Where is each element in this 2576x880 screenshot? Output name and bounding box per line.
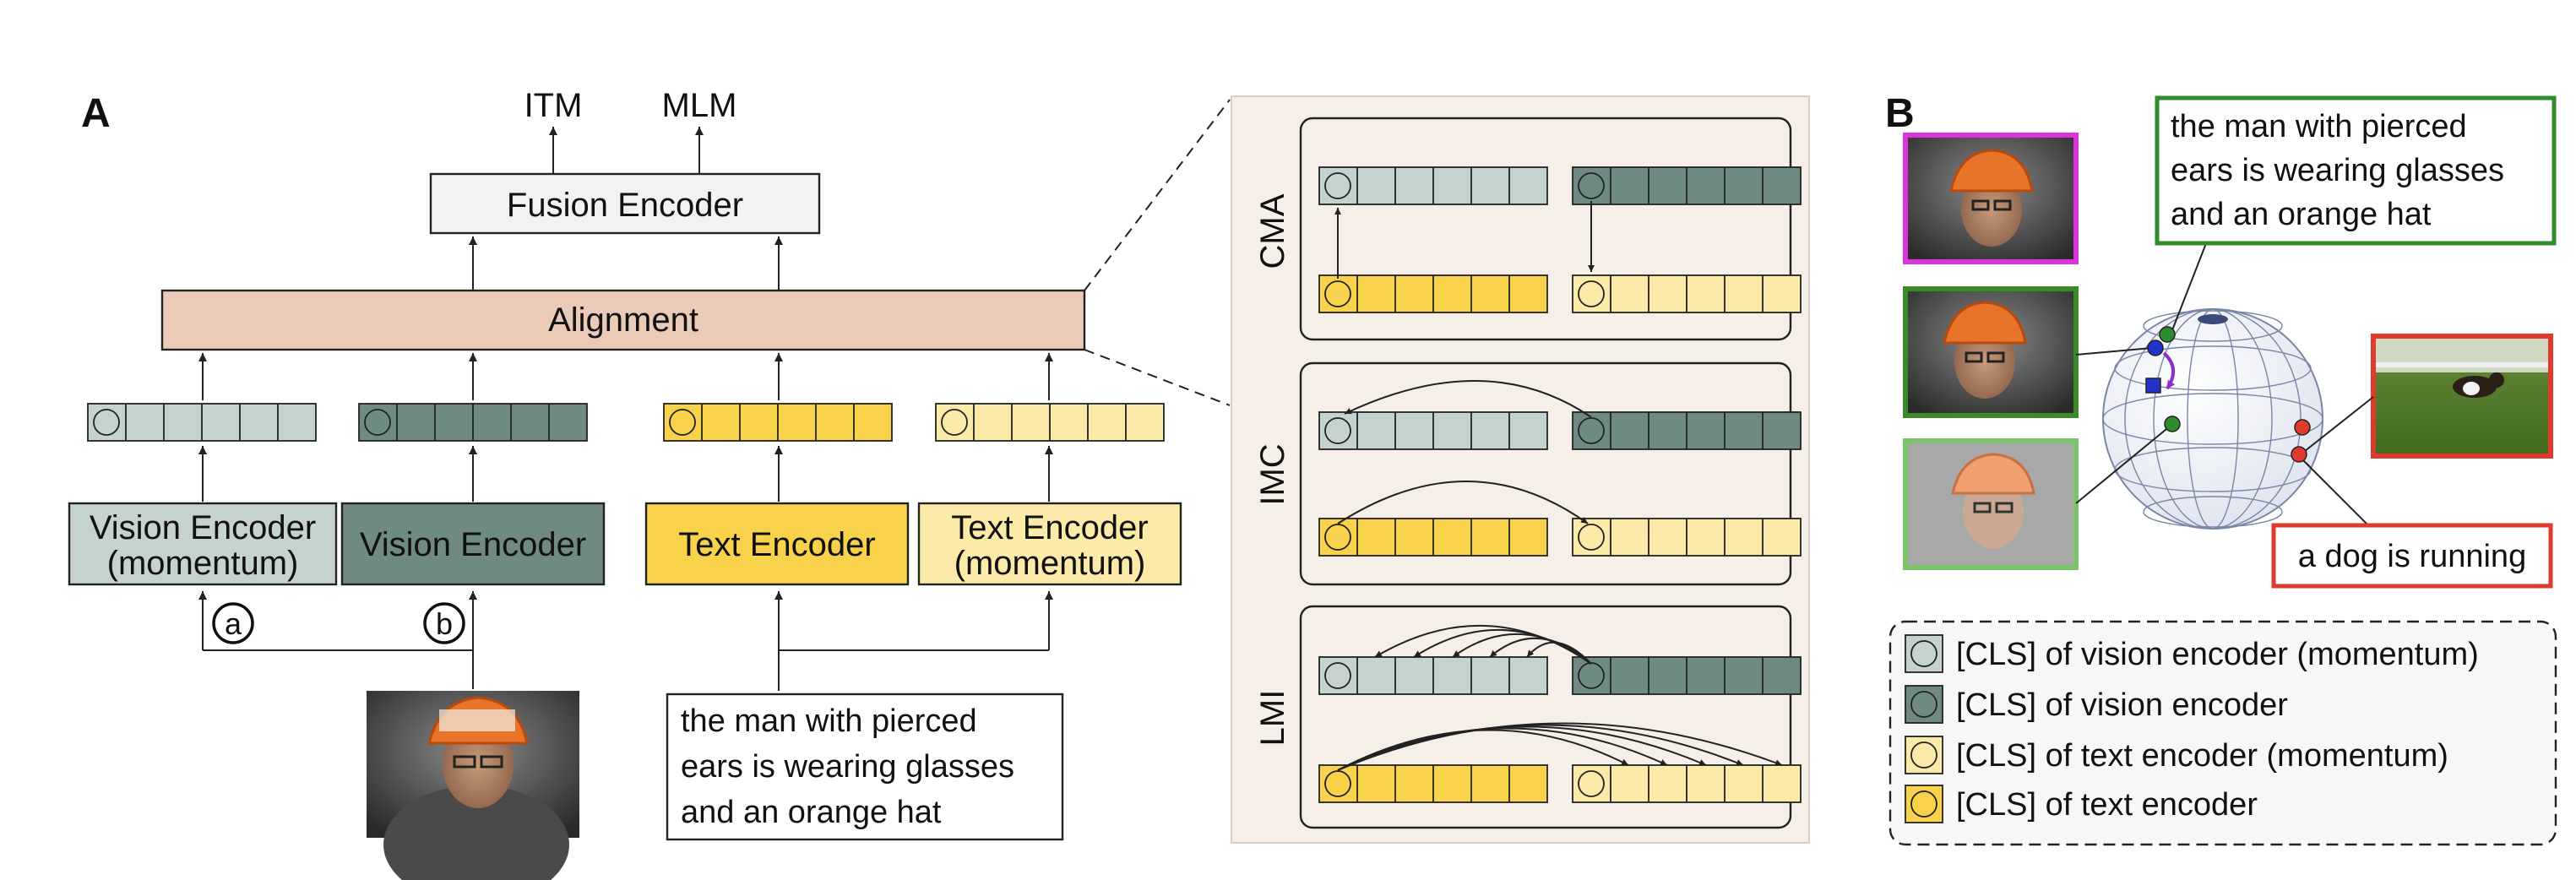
cma-label: CMA xyxy=(1254,193,1291,269)
lmi-label: LMI xyxy=(1254,690,1291,747)
text-encoder-momentum-line1: Text Encoder xyxy=(951,509,1148,546)
photo-man-green xyxy=(1903,286,2079,418)
zoom-panel xyxy=(1231,95,1810,844)
caption-red-box: a dog is running xyxy=(2271,523,2553,589)
dot-red-text xyxy=(2291,446,2307,463)
input-caption-line3: and an orange hat xyxy=(681,795,942,830)
alignment-label: Alignment xyxy=(548,301,698,339)
input-caption-line2: ears is wearing glasses xyxy=(681,749,1014,785)
token-row-text xyxy=(663,403,893,442)
caption-green-line3: and an orange hat xyxy=(2171,197,2432,232)
branch-a-badge: a xyxy=(212,602,254,644)
fusion-encoder-box: Fusion Encoder xyxy=(429,172,821,235)
vision-encoder-momentum-line1: Vision Encoder xyxy=(90,509,316,546)
input-caption-box: the man with pierced ears is wearing gla… xyxy=(666,693,1064,841)
vision-encoder-label: Vision Encoder xyxy=(360,526,586,563)
text-encoder-label: Text Encoder xyxy=(678,526,875,563)
dot-blue-image xyxy=(2147,340,2164,356)
input-caption-line1: the man with pierced xyxy=(681,703,977,739)
caption-red-text: a dog is running xyxy=(2298,539,2526,574)
photo-dog xyxy=(2371,334,2553,459)
text-encoder-momentum-box: Text Encoder (momentum) xyxy=(917,502,1182,586)
cma-section: CMA xyxy=(1254,117,1802,341)
imc-label: IMC xyxy=(1254,443,1291,505)
caption-green-line1: the man with pierced xyxy=(2171,109,2467,144)
fusion-encoder-label: Fusion Encoder xyxy=(507,187,743,224)
legend-item-vision: [CLS] of vision encoder xyxy=(1956,687,2288,723)
vision-encoder-momentum-line2: (momentum) xyxy=(107,545,299,582)
token-row-vision-momentum xyxy=(87,403,317,442)
token-row-vision xyxy=(358,403,588,442)
embedding-sphere xyxy=(2102,308,2323,530)
output-itm: ITM xyxy=(524,87,583,124)
square-blue-image xyxy=(2145,378,2161,394)
text-encoder-momentum-line2: (momentum) xyxy=(954,545,1146,582)
lmi-section: LMI xyxy=(1254,605,1802,829)
vision-encoder-box: Vision Encoder xyxy=(340,502,606,586)
panel-a-label: A xyxy=(81,91,111,136)
imc-section: IMC xyxy=(1254,361,1802,586)
legend-item-text-momentum: [CLS] of text encoder (momentum) xyxy=(1956,738,2448,774)
output-mlm: MLM xyxy=(662,87,737,124)
panel-b-label: B xyxy=(1885,91,1915,136)
branch-b-badge: b xyxy=(423,602,465,644)
token-row-text-momentum xyxy=(935,403,1165,442)
dot-lightgreen xyxy=(2164,416,2181,432)
branch-b-label: b xyxy=(436,606,453,641)
text-encoder-box: Text Encoder xyxy=(644,502,910,586)
photo-man-magenta xyxy=(1903,133,2079,264)
alignment-box: Alignment xyxy=(160,289,1086,351)
vision-encoder-momentum-box: Vision Encoder (momentum) xyxy=(68,502,338,586)
caption-green-box: the man with pierced ears is wearing gla… xyxy=(2155,95,2557,246)
photo-man-lightgreen xyxy=(1903,438,2079,570)
dot-green-text xyxy=(2159,326,2176,343)
legend: [CLS] of vision encoder (momentum) [CLS]… xyxy=(1889,620,2557,846)
legend-item-text: [CLS] of text encoder xyxy=(1956,787,2258,823)
caption-green-line2: ears is wearing glasses xyxy=(2171,153,2504,188)
legend-item-vision-momentum: [CLS] of vision encoder (momentum) xyxy=(1956,637,2479,672)
dot-red-image xyxy=(2294,419,2311,436)
input-photo-man xyxy=(367,691,579,880)
branch-a-label: a xyxy=(225,606,242,641)
